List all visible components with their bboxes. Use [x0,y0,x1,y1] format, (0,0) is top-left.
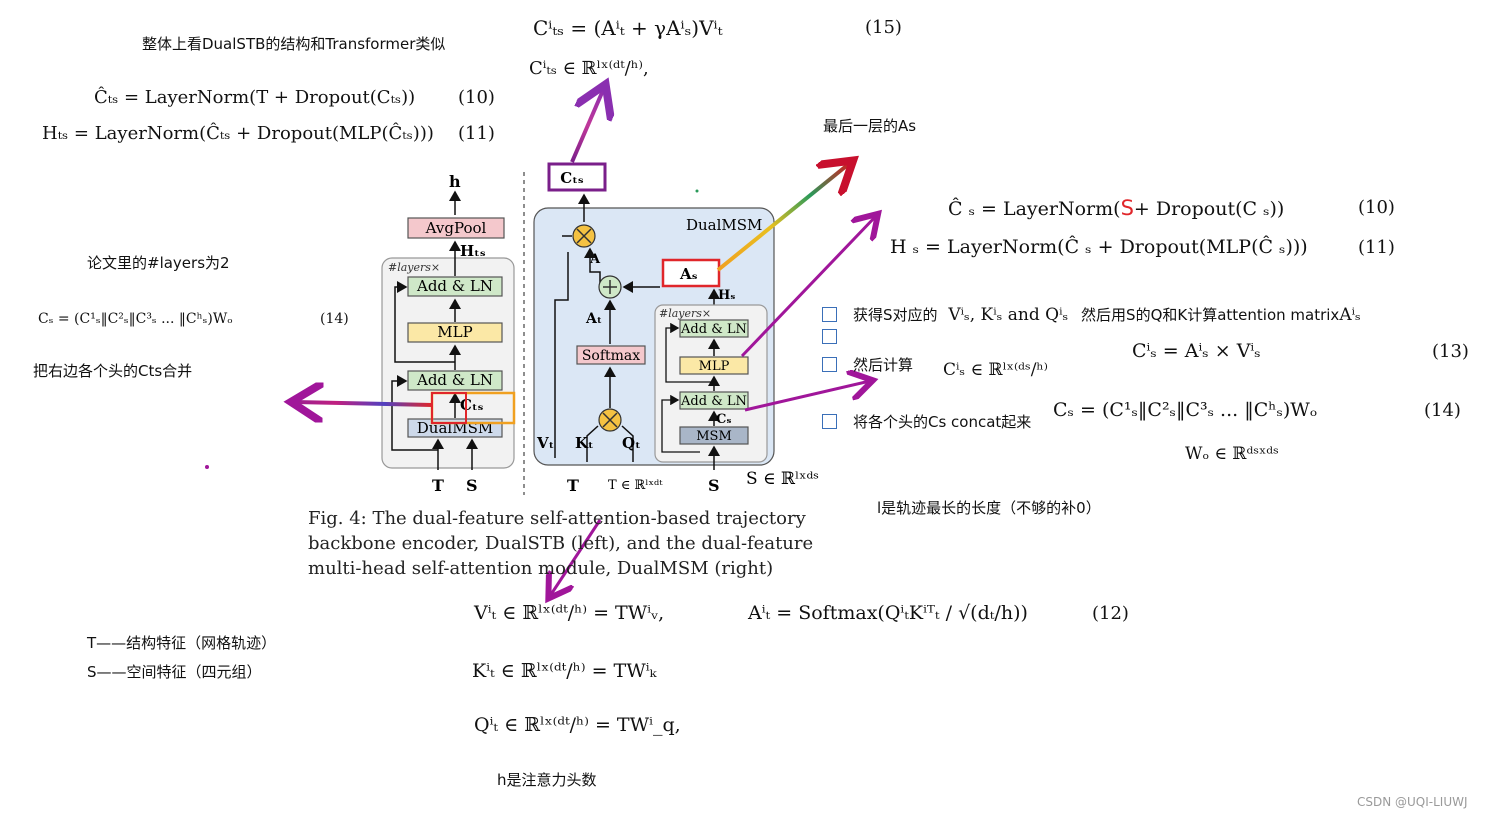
note-layers: 论文里的#layers为2 [87,254,230,272]
add-ln-top-left [407,276,503,297]
highlight-as [661,258,721,288]
eq10-left: Ĉₜₛ = LayerNorm(T + Dropout(Cₜₛ)) [94,87,416,108]
arrow-merge-left [295,402,433,405]
output-h: h [449,172,461,191]
mlp-box-right [679,356,749,375]
svg-text:Add & LN: Add & LN [680,322,747,337]
figure-caption: Fig. 4: The dual-feature self-attention-… [308,508,814,579]
checkbox-4[interactable] [822,414,837,429]
arrow-kq-down [550,519,602,596]
eq-kt: Kⁱₜ ∈ ℝˡˣ⁽ᵈᵗ/ʰ⁾ = TWⁱₖ [472,660,657,682]
eq11-right: H ₛ = LayerNorm(Ĉ ₛ + Dropout(MLP(Ĉ ₛ))) [890,236,1308,258]
cts-out-box [547,162,607,192]
svg-text:S: S [708,476,720,495]
watermark: CSDN @UQI-LIUWJ [1357,795,1468,809]
eq11-left: Hₜₛ = LayerNorm(Ĉₜₛ + Dropout(MLP(Ĉₜₛ))) [42,123,434,144]
cs-dim: Cⁱₛ ∈ ℝˡˣ⁽ᵈˢ/ʰ⁾ [943,360,1048,380]
cts-dim: Cⁱₜₛ ∈ ℝˡˣ⁽ᵈᵗ/ʰ⁾, [529,58,649,79]
hts-label: Hₜₛ [460,242,486,260]
highlight-red-left [431,392,467,424]
eq14-left-num: (14) [320,311,349,327]
checkbox-3[interactable] [822,357,837,372]
svg-text:Qₜ: Qₜ [622,434,641,452]
arrow-mlp-eq [740,216,876,358]
eq13-num: (13) [1432,341,1469,362]
softmax-box [576,345,646,365]
stray-dot [205,465,209,469]
svg-text:Aₜ: Aₜ [585,311,602,327]
cts-label-left: Cₜₛ [460,396,483,414]
input-s-left: S [466,476,478,495]
checkbox-1[interactable] [822,307,837,322]
check-item-compute: 然后计算 [822,354,913,375]
dualstb-left: #layers× h AvgPool Hₜₛ Add & LN MLP Add … [381,172,516,495]
svg-text:T: T [567,476,579,495]
add-ln-top-right [679,319,749,338]
svg-text:Hₛ: Hₛ [718,288,735,303]
avgpool-box [407,217,505,239]
arrow-as-last [716,163,850,272]
note-t-feature: T——结构特征（网格轨迹） [87,634,277,652]
svg-text:MSM: MSM [696,429,732,444]
svg-text:Add & LN: Add & LN [416,277,493,295]
svg-text:Kₜ: Kₜ [575,434,594,452]
eq10-right-num: (10) [1358,197,1395,218]
eq-qt: Qⁱₜ ∈ ℝˡˣ⁽ᵈᵗ/ʰ⁾ = TWⁱ_q, [474,714,681,736]
handwritten-s: S [1120,196,1134,220]
stray-dot-green [695,189,699,193]
arrow-cts-up [570,88,604,163]
note-intro: 整体上看DualSTB的结构和Transformer类似 [142,35,446,53]
wo-dim: Wₒ ∈ ℝᵈˢˣᵈˢ [1185,444,1279,464]
svg-text:Add & LN: Add & LN [680,394,747,409]
eq13: Cⁱₛ = Aⁱₛ × Vⁱₛ [1132,340,1261,362]
dualmsm-title: DualMSM [686,216,762,234]
eq15: Cⁱₜₛ = (Aⁱₜ + γAⁱₛ)Vⁱₜ [533,16,723,40]
note-length: l是轨迹最长的长度（不够的补0） [877,499,1101,517]
checkbox-2[interactable] [822,329,837,344]
check-item-vkq: 获得S对应的 Vⁱₛ, Kⁱₛ and Qⁱₛ 然后用S的Q和K计算attent… [822,304,1361,325]
note-merge: 把右边各个头的Cts合并 [33,362,193,380]
add-ln-bottom-left [407,370,503,391]
svg-text:S ∈ ℝˡˣᵈˢ: S ∈ ℝˡˣᵈˢ [746,469,819,489]
arrow-cs-concat [744,381,870,412]
svg-text:Cₛ: Cₛ [716,412,731,427]
eq14-left: Cₛ = (C¹ₛ‖C²ₛ‖C³ₛ ... ‖Cʰₛ)Wₒ [38,311,233,327]
eq14-right: Cₛ = (C¹ₛ‖C²ₛ‖C³ₛ ... ‖Cʰₛ)Wₒ [1053,399,1318,421]
input-t-left: T [432,476,444,495]
eq11-right-num: (11) [1358,237,1395,258]
eq11-left-num: (11) [458,123,495,144]
eq15-num: (15) [865,17,902,38]
avgpool-label: AvgPool [425,219,487,237]
mlp-box-left [407,322,503,343]
eq-vt: Vⁱₜ ∈ ℝˡˣ⁽ᵈᵗ/ʰ⁾ = TWⁱᵥ, [474,602,665,624]
eq10-left-num: (10) [458,87,495,108]
svg-text:MLP: MLP [437,323,472,341]
msm-box [679,426,749,445]
svg-text:Aₛ: Aₛ [679,265,698,283]
svg-text:Vₜ: Vₜ [536,434,554,452]
dualmsm-right: Cₜₛ DualMSM A Aₛ Hₛ Aₜ Softmax Vₜ Kₜ Qₜ … [533,162,819,495]
add-ln-bottom-right [679,391,749,410]
svg-text:MLP: MLP [699,359,730,374]
svg-text:T ∈ ℝˡˣᵈᵗ: T ∈ ℝˡˣᵈᵗ [608,478,663,493]
eq14-right-num: (14) [1424,400,1461,421]
layers-panel-left [381,257,515,469]
svg-text:A: A [589,252,601,267]
note-s-feature: S——空间特征（四元组） [87,663,262,681]
eq12: Aⁱₜ = Softmax(QⁱₜKⁱᵀₜ / √(dₜ/h)) [748,602,1028,624]
svg-text:Cₜₛ: Cₜₛ [560,169,583,187]
check-item-concat: 将各个头的Cs concat起来 [822,411,1031,432]
note-last-layer: 最后一层的As [823,117,917,135]
svg-text:Add & LN: Add & LN [416,371,493,389]
check-item-empty [822,328,853,346]
svg-text:DualMSM: DualMSM [417,419,493,437]
eq10-right: Ĉ ₛ = LayerNorm(S+ Dropout(C ₛ)) [948,196,1285,220]
note-heads: h是注意力头数 [497,771,597,789]
svg-text:Softmax: Softmax [582,348,640,364]
eq12-num: (12) [1092,603,1129,624]
layers-label-left: #layers× [388,261,440,274]
svg-text:#layers×: #layers× [659,307,711,320]
